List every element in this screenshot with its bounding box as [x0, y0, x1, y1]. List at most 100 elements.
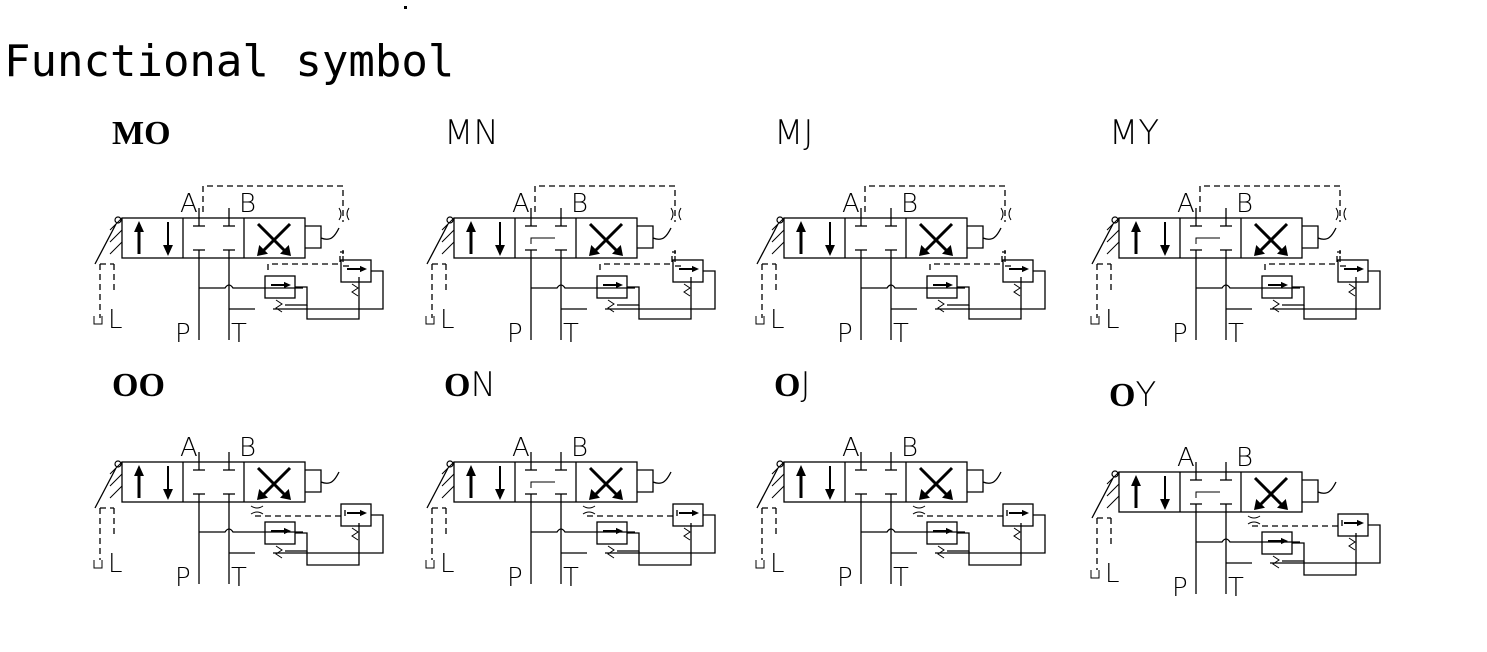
symbol-label-bold: O	[1109, 377, 1136, 414]
valve-arrowhead	[616, 527, 623, 535]
port-label-l: L	[440, 549, 455, 579]
cross-arrow	[592, 222, 624, 254]
cross-arrow	[922, 222, 954, 254]
return-line	[306, 277, 360, 320]
lever	[1091, 477, 1114, 519]
valve-arrowhead	[1357, 265, 1364, 273]
valve-box	[926, 275, 958, 299]
port-label-b: B	[1236, 443, 1253, 473]
port-label-p: P	[1172, 573, 1188, 603]
lever-knob	[776, 216, 784, 224]
arrowhead-down	[1160, 499, 1170, 510]
pilot-return	[891, 514, 1046, 554]
valve-connection	[285, 286, 308, 306]
detent-marks	[771, 461, 785, 499]
symbol-label-bold: MO	[112, 115, 171, 152]
supply-line	[199, 284, 303, 289]
valve-arrowhead	[616, 281, 623, 289]
supply-line	[531, 528, 635, 533]
spring-return	[305, 225, 340, 249]
valve-arrowhead	[360, 265, 367, 273]
cross-arrow	[592, 466, 624, 498]
drain-line	[100, 507, 115, 536]
arrowhead-cross	[257, 245, 268, 256]
pilot-line-dashed	[917, 510, 1008, 517]
port-label-p: P	[837, 319, 853, 349]
arrowhead-cross	[942, 245, 953, 256]
tank-icon	[93, 316, 103, 325]
symbol-label: MY	[1109, 116, 1159, 151]
reducing-valve	[1261, 275, 1293, 313]
internal-passage	[530, 481, 555, 488]
symbol-label-thin: MJ	[774, 113, 814, 153]
valve-connection	[1282, 286, 1305, 306]
supply-line	[861, 528, 965, 533]
pilot-return	[1226, 524, 1381, 564]
pilot-line-dashed	[534, 185, 685, 270]
spring-return	[1302, 479, 1337, 503]
pilot-valve	[672, 503, 704, 541]
orifice-icon	[1000, 207, 1012, 221]
cross-arrow	[1257, 222, 1289, 254]
detent-marks	[109, 461, 123, 499]
spring-icon	[351, 283, 359, 297]
drain-line	[762, 263, 777, 292]
arrowhead-down	[163, 245, 173, 256]
arrowhead-down	[495, 245, 505, 256]
arrowhead-up	[466, 221, 476, 232]
lever-knob	[114, 460, 122, 468]
lever	[756, 467, 779, 509]
port-label-l: L	[1105, 305, 1120, 335]
pilot-valve	[672, 259, 704, 297]
symbol-label: OO	[112, 368, 165, 403]
valve-connection	[947, 286, 970, 306]
spring-icon	[1013, 527, 1021, 541]
arrowhead-down	[825, 245, 835, 256]
reducing-valve	[926, 275, 958, 313]
valve-connection	[285, 532, 308, 552]
pilot-line-dashed	[864, 185, 1015, 270]
reducing-valve	[596, 275, 628, 313]
arrowhead-up	[1131, 221, 1141, 232]
valve-box	[264, 275, 296, 299]
spring-return	[637, 469, 672, 493]
valve-box	[1337, 259, 1369, 283]
valve-box	[596, 521, 628, 545]
valve-arrowhead	[1281, 537, 1288, 545]
arrowhead-down	[1160, 245, 1170, 256]
port-label-t: T	[1228, 319, 1244, 349]
orifice-icon	[912, 505, 926, 515]
lever	[94, 223, 117, 265]
arrowhead-cross	[942, 489, 953, 500]
port-label-a: A	[1177, 189, 1195, 219]
port-label-b: B	[901, 189, 918, 219]
internal-passage	[1195, 491, 1220, 498]
symbol-label-bold: O	[774, 367, 801, 404]
port-label-a: A	[842, 433, 860, 463]
cross-arrow	[922, 466, 954, 498]
cross-arrow	[256, 466, 288, 498]
spring-icon	[937, 299, 945, 313]
spring-return	[967, 225, 1002, 249]
lever	[94, 467, 117, 509]
symbol-label: MJ	[774, 116, 813, 151]
port-label-p: P	[837, 563, 853, 593]
port-label-b: B	[239, 433, 256, 463]
arrowhead-cross	[1277, 499, 1288, 510]
valve-arrowhead	[692, 265, 699, 273]
drain-line	[1097, 517, 1112, 546]
tank-icon	[755, 316, 765, 325]
pilot-line-dashed	[255, 510, 346, 517]
arrowhead-cross	[919, 489, 930, 500]
pilot-valve	[340, 259, 372, 297]
port-label-t: T	[563, 319, 579, 349]
return-line	[638, 523, 692, 566]
